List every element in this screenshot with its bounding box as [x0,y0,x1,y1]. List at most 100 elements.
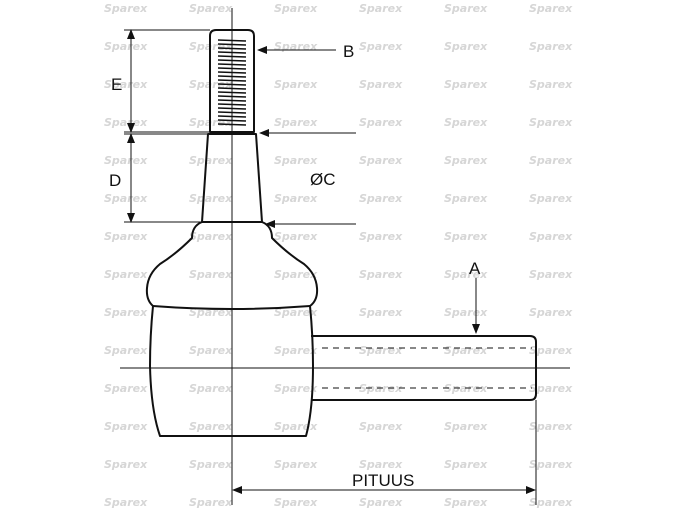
watermark-text: Sparex [359,268,403,281]
watermark-text: Sparex [529,344,573,357]
thread-line [217,91,247,94]
watermark-text: Sparex [189,458,233,471]
thread-line [217,51,247,54]
thread-line [217,39,247,42]
thread-line [217,107,247,110]
watermark-text: Sparex [104,420,148,433]
watermark-text: Sparex [359,230,403,243]
thread-line [217,43,247,46]
thread-line [217,83,247,86]
watermark-text: Sparex [104,192,148,205]
watermark-text: Sparex [274,458,318,471]
watermark-text: Sparex [274,420,318,433]
watermark-text: Sparex [274,2,318,15]
watermark-text: Sparex [529,230,573,243]
watermark-text: Sparex [529,306,573,319]
thread-line [217,119,247,122]
watermark-text: Sparex [359,458,403,471]
watermark-text: Sparex [104,78,148,91]
watermark-text: Sparex [189,344,233,357]
watermark-text: Sparex [444,116,488,129]
watermark-text: Sparex [189,230,233,243]
watermark-text: Sparex [104,40,148,53]
watermark-text: Sparex [274,306,318,319]
ball-housing [145,221,319,437]
watermark-text: Sparex [529,78,573,91]
watermark-text: Sparex [444,496,488,509]
thread-line [217,63,247,66]
watermark-text: Sparex [444,78,488,91]
watermark-text: Sparex [444,458,488,471]
threaded-stud [209,29,255,133]
thread-line [217,123,247,126]
thread-line [217,99,247,102]
thread-line [217,59,247,62]
thread-line [217,111,247,114]
watermark-text: Sparex [444,40,488,53]
watermark-text: Sparex [189,40,233,53]
watermark-text: Sparex [274,192,318,205]
watermark-text: Sparex [444,192,488,205]
watermark-text: Sparex [104,458,148,471]
watermark-text: Sparex [529,458,573,471]
watermark-text: Sparex [104,230,148,243]
thread-line [217,71,247,74]
watermark-text: Sparex [189,496,233,509]
watermark-text: Sparex [274,496,318,509]
watermark-text: Sparex [274,78,318,91]
watermark-text: Sparex [274,40,318,53]
watermark-text: Sparex [444,268,488,281]
watermark-text: Sparex [529,40,573,53]
thread-line [217,87,247,90]
watermark-text: Sparex [444,2,488,15]
shank-arm [311,335,537,401]
watermark-text: Sparex [274,116,318,129]
watermark-text: Sparex [529,496,573,509]
watermark-text: Sparex [529,192,573,205]
label-e: E [111,75,122,94]
watermark-text: Sparex [104,116,148,129]
watermark-text: Sparex [444,306,488,319]
dimension-d [124,133,208,223]
watermark-text: Sparex [359,2,403,15]
watermark-text: Sparex [104,268,148,281]
watermark-text: Sparex [444,344,488,357]
label-length: PITUUS [352,471,414,490]
watermark-text: Sparex [104,2,148,15]
watermark-text: Sparex [189,268,233,281]
watermark-text: Sparex [104,344,148,357]
thread-line [217,67,247,70]
thread-line [217,47,247,50]
thread-line [217,55,247,58]
watermark-text: Sparex [189,116,233,129]
watermark-text: Sparex [529,382,573,395]
watermark-text: Sparex [274,382,318,395]
watermark-text: Sparex [529,268,573,281]
watermark-text: Sparex [529,420,573,433]
watermark-text: Sparex [359,40,403,53]
watermark-text: Sparex [359,496,403,509]
label-b: B [343,42,354,61]
watermark-text: Sparex [444,230,488,243]
watermark-text: Sparex [274,268,318,281]
housing-band [152,305,311,310]
watermark-text: Sparex [189,420,233,433]
watermark-text: Sparex [359,306,403,319]
watermark-text: Sparex [104,382,148,395]
thread-line [217,95,247,98]
watermark-text: Sparex [104,154,148,167]
watermark-text: Sparex [529,2,573,15]
watermark-text: Sparex [104,306,148,319]
watermark-text: Sparex [444,420,488,433]
watermark-text: Sparex [529,116,573,129]
watermark-text: Sparex [359,154,403,167]
watermark-text: Sparex [189,192,233,205]
watermark-text: Sparex [189,2,233,15]
label-c: ØC [310,170,336,189]
thread-line [217,103,247,106]
watermark-text: Sparex [444,154,488,167]
watermark-text: Sparex [104,496,148,509]
watermark-text: Sparex [189,382,233,395]
